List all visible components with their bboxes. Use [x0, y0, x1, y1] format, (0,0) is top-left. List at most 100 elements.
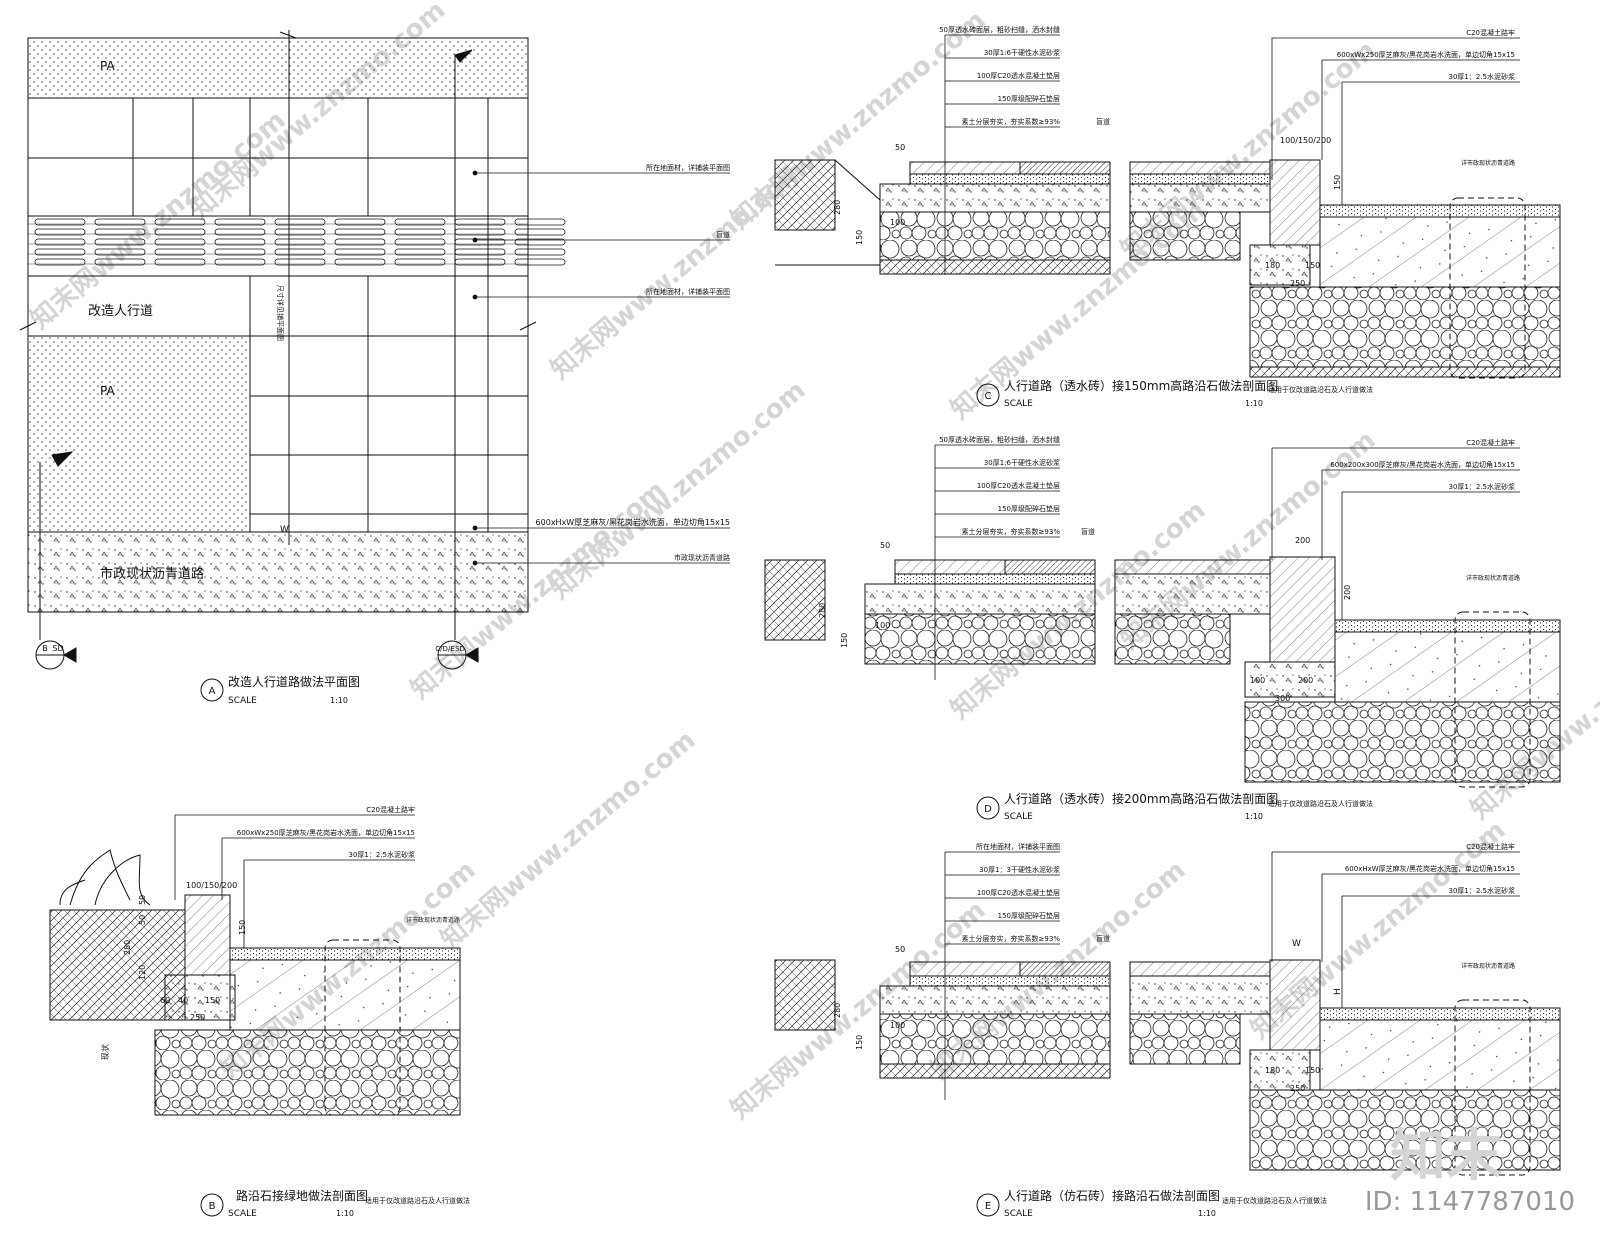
d-note-5: 素土分层夯实，夯实系数≥93%: [962, 527, 1061, 536]
tactile-bar: [154, 258, 206, 266]
asphalt-label: 市政现状沥青道路: [100, 566, 204, 582]
title-d-scale: 1:10: [1245, 812, 1263, 821]
title-e-name: 人行道路（仿石砖）接路沿石做法剖面图: [1004, 1188, 1220, 1203]
d-dim-3: 100: [875, 621, 890, 630]
c-dim-4: 150: [855, 230, 864, 245]
d-rnote-2: 600x200x300厚芝麻灰/黑花岗岩水洗面，单边切角15x15: [1330, 460, 1515, 469]
e-tactile: 盲道: [1096, 934, 1110, 943]
b-note-2: 600xWx250厚芝麻灰/黑花岗岩水洗面，单边切角15x15: [237, 828, 415, 837]
title-c-id: C: [985, 391, 992, 402]
title-d-id: D: [984, 804, 992, 815]
d-rnote-3: 30厚1：2.5水泥砂浆: [1449, 482, 1516, 491]
d-dim-6: 100: [1250, 676, 1265, 685]
title-c-note: 适用于仅改道路沿石及人行道做法: [1268, 385, 1373, 394]
e-rnote-3: 30厚1：2.5水泥砂浆: [1449, 886, 1516, 895]
b-road-note: 详市政现状沥青道路: [406, 916, 460, 924]
panel-a-section-markers: [35, 640, 479, 670]
tactile-bar: [94, 248, 146, 256]
tactile-bar: [274, 238, 326, 246]
tactile-bar: [334, 248, 386, 256]
tactile-bar: [154, 238, 206, 246]
e-note-2: 30厚1：3干硬性水泥砂浆: [979, 865, 1060, 874]
c-dim-3: 100: [890, 218, 905, 227]
d-dim-2: 200: [1343, 585, 1352, 600]
c-rnote-2: 600xWx250厚芝麻灰/黑花岗岩水洗面，单边切角15x15: [1337, 50, 1515, 59]
title-a-scale-label: SCALE: [228, 696, 257, 706]
tactile-bar: [334, 218, 386, 226]
title-circles: [200, 383, 1000, 1217]
e-note-4: 150厚级配碎石垫层: [998, 911, 1060, 920]
tactile-bar: [274, 258, 326, 266]
e-dim-8: 250: [1290, 1084, 1305, 1093]
c-dim-5: 280: [833, 200, 842, 215]
b-dim-3: 40: [178, 996, 188, 1005]
b-dim-9: 120: [138, 965, 147, 980]
d-tactile: 盲道: [1081, 527, 1095, 536]
d-dim-7: 200: [1298, 676, 1313, 685]
c-dim-8: 250: [1290, 279, 1305, 288]
section-leaders: [174, 34, 1520, 1100]
c-note-1: 50厚透水砖面层，粗砂扫缝，洒水封缝: [939, 25, 1060, 34]
title-c-scale-label: SCALE: [1004, 399, 1033, 409]
c-note-2: 30厚1:6干硬性水泥砂浆: [984, 48, 1060, 57]
panel-b-section: [49, 849, 461, 1116]
c-dim-6: 180: [1265, 261, 1280, 270]
e-note-1: 所在地面材，详铺装平面图: [976, 842, 1060, 851]
d-dim-0: 50: [880, 541, 890, 550]
b-dim-6: 280: [123, 940, 132, 955]
tactile-bar: [274, 248, 326, 256]
tactile-bar: [94, 258, 146, 266]
tactile-bar: [274, 228, 326, 236]
id-label: ID: 1147787010: [1365, 1187, 1575, 1217]
d-note-4: 150厚级配碎石垫层: [998, 504, 1060, 513]
tactile-bar: [394, 258, 446, 266]
b-dim-10: 现状: [100, 1044, 110, 1060]
panel-a-plan: [19, 30, 537, 640]
dashed-road-marks: [1449, 197, 1531, 1176]
watermark-logo: 知末: [1390, 1124, 1502, 1189]
title-c-name: 人行道路（透水砖）接150mm高路沿石做法剖面图: [1004, 378, 1278, 393]
c-note-3: 100厚C20透水混凝土垫层: [977, 71, 1060, 80]
title-d-note: 适用于仅改道路沿石及人行道做法: [1268, 799, 1373, 808]
c-tactile: 盲道: [1096, 117, 1110, 126]
panel-d-section: [764, 556, 1561, 783]
tactile-bar: [214, 218, 266, 226]
title-a-id: A: [209, 686, 216, 697]
d-note-2: 30厚1:6干硬性水泥砂浆: [984, 458, 1060, 467]
tactile-bar: [394, 228, 446, 236]
d-dim-4: 150: [840, 633, 849, 648]
d-rnote-1: C20混凝土路牢: [1466, 438, 1515, 447]
tactile-bar: [34, 248, 86, 256]
tactile-bar: [34, 238, 86, 246]
w-mark: W: [280, 525, 289, 535]
e-dim-1: W: [1292, 939, 1301, 949]
e-dim-3: 100: [890, 1021, 905, 1030]
b-note-1: C20混凝土路牢: [366, 805, 415, 814]
tactile-bar: [394, 238, 446, 246]
e-road-note: 详市政现状沥青道路: [1461, 962, 1515, 970]
marker-cde-ref: SD: [455, 645, 465, 653]
panel-e-section: [774, 959, 1561, 1171]
b-dim-8: 50: [138, 895, 147, 905]
d-note-3: 100厚C20透水混凝土垫层: [977, 481, 1060, 490]
tactile-bar: [454, 258, 506, 266]
title-b-scale-label: SCALE: [228, 1209, 257, 1219]
c-rnote-1: C20混凝土路牢: [1466, 28, 1515, 37]
c-dim-1: 100/150/200: [1280, 136, 1331, 145]
title-b-name: 路沿石接绿地做法剖面图: [236, 1188, 368, 1203]
d-note-1: 50厚透水砖面层，粗砂扫缝，洒水封缝: [939, 435, 1060, 444]
tactile-bar: [94, 218, 146, 226]
tactile-bar: [214, 228, 266, 236]
title-d-scale-label: SCALE: [1004, 812, 1033, 822]
tactile-bar: [214, 238, 266, 246]
tactile-bar: [454, 238, 506, 246]
title-e-scale: 1:10: [1198, 1209, 1216, 1218]
c-dim-2: 150: [1333, 175, 1342, 190]
b-dim-0: 100/150/200: [186, 881, 237, 890]
callout-a-2: 盲道: [716, 230, 730, 239]
tactile-bar: [514, 218, 566, 226]
watermark-text: 知末网www.znzmo.com: [185, 0, 451, 225]
tactile-bar: [454, 228, 506, 236]
tactile-bar: [34, 258, 86, 266]
